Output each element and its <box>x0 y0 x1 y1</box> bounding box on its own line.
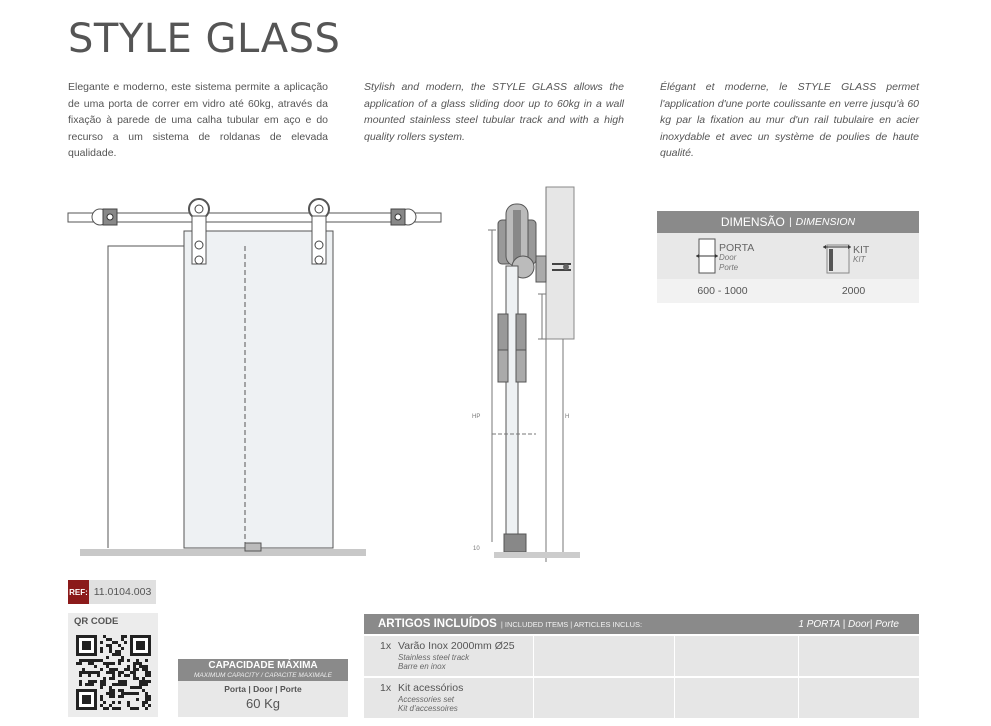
front-view-diagram <box>67 198 442 556</box>
ref-value: 11.0104.003 <box>89 580 156 604</box>
dimension-header: DIMENSÃO | DIMENSION <box>657 211 919 233</box>
porta-sub-fr: Porte <box>719 263 739 272</box>
table-row: 1x Kit acessórios Accessories set Kit d'… <box>364 676 919 718</box>
capacity-applies: Porta | Door | Porte <box>224 684 302 694</box>
included-items-table: ARTIGOS INCLUÍDOS | INCLUDED ITEMS | ART… <box>364 614 919 718</box>
dimension-title: DIMENSÃO <box>720 215 785 229</box>
qr-label: QR CODE <box>74 616 119 627</box>
table-row: 1x Varão Inox 2000mm Ø25 Stainless steel… <box>364 634 919 676</box>
capacity-subtitle: MAXIMUM CAPACITY / CAPACITE MAXIMALE <box>178 672 348 681</box>
dimension-icons-row: PORTA Door Porte KIT KIT <box>657 233 919 279</box>
description-fr: Élégant et moderne, le STYLE GLASS perme… <box>660 81 919 160</box>
item-sub-fr: Barre en inox <box>398 662 446 671</box>
included-items-title: ARTIGOS INCLUÍDOS <box>378 618 497 630</box>
kit-value: 2000 <box>841 285 866 297</box>
item-qty: 1x <box>380 682 392 694</box>
item-sub-en: Stainless steel track <box>398 653 470 662</box>
included-items-subtitle: | INCLUDED ITEMS | ARTICLES INCLUS: <box>500 619 643 629</box>
ref-tag: REF: <box>68 580 89 604</box>
description-en: Stylish and modern, the STYLE GLASS allo… <box>364 81 624 143</box>
capacity-body: Porta | Door | Porte 60 Kg <box>178 681 348 717</box>
page-title: STYLE GLASS <box>68 16 341 62</box>
kit-sub: KIT <box>853 255 866 264</box>
dimension-table: DIMENSÃO | DIMENSION PORTA Door Porte KI… <box>657 211 919 303</box>
quantity-cell <box>799 678 919 718</box>
kit-dimension-icon <box>823 244 851 274</box>
item-name: Kit acessórios <box>398 682 464 694</box>
porta-label: PORTA <box>719 242 755 254</box>
porta-value: 600 - 1000 <box>697 285 748 297</box>
door-dimension-icon <box>696 238 718 274</box>
capacity-value: 60 Kg <box>246 696 280 711</box>
item-qty: 1x <box>380 640 392 652</box>
qr-code-box: QR CODE <box>68 613 158 717</box>
qr-code-icon[interactable] <box>76 635 151 710</box>
item-cell: 1x Varão Inox 2000mm Ø25 Stainless steel… <box>364 636 534 676</box>
empty-cell <box>675 636 799 676</box>
porta-label-group: PORTA Door Porte <box>719 243 754 273</box>
dimension-values-row: 600 - 1000 2000 <box>657 279 919 303</box>
h-label: H <box>565 414 569 420</box>
left-roller-icon <box>188 198 210 265</box>
empty-cell <box>534 636 675 676</box>
item-sub-en: Accessories set <box>398 695 455 704</box>
capacity-box: CAPACIDADE MÁXIMA MAXIMUM CAPACITY / CAP… <box>178 659 348 717</box>
empty-cell <box>534 678 675 718</box>
left-bracket-icon <box>91 208 118 226</box>
quantity-cell <box>799 636 919 676</box>
hp-label: HP <box>472 414 480 420</box>
item-name: Varão Inox 2000mm Ø25 <box>398 640 515 652</box>
empty-cell <box>675 678 799 718</box>
included-items-header: ARTIGOS INCLUÍDOS | INCLUDED ITEMS | ART… <box>364 614 919 634</box>
right-bracket-icon <box>390 208 417 226</box>
included-items-column-label: 1 PORTA | Door| Porte <box>798 618 899 630</box>
item-sub-fr: Kit d'accessoires <box>398 704 458 713</box>
item-cell: 1x Kit acessórios Accessories set Kit d'… <box>364 678 534 718</box>
capacity-title: CAPACIDADE MÁXIMA <box>178 659 348 672</box>
dimension-title-en: DIMENSION <box>795 216 856 228</box>
description-pt: Elegante e moderno, este sistema permite… <box>68 81 328 160</box>
reference-badge: REF: 11.0104.003 <box>68 580 156 604</box>
right-roller-icon <box>308 198 330 265</box>
kit-label: KIT <box>853 244 870 256</box>
ten-label: 10 <box>473 546 480 552</box>
side-view-diagram: HP H 10 <box>472 186 580 562</box>
porta-sub-en: Door <box>719 253 737 262</box>
kit-label-group: KIT KIT <box>853 245 869 265</box>
